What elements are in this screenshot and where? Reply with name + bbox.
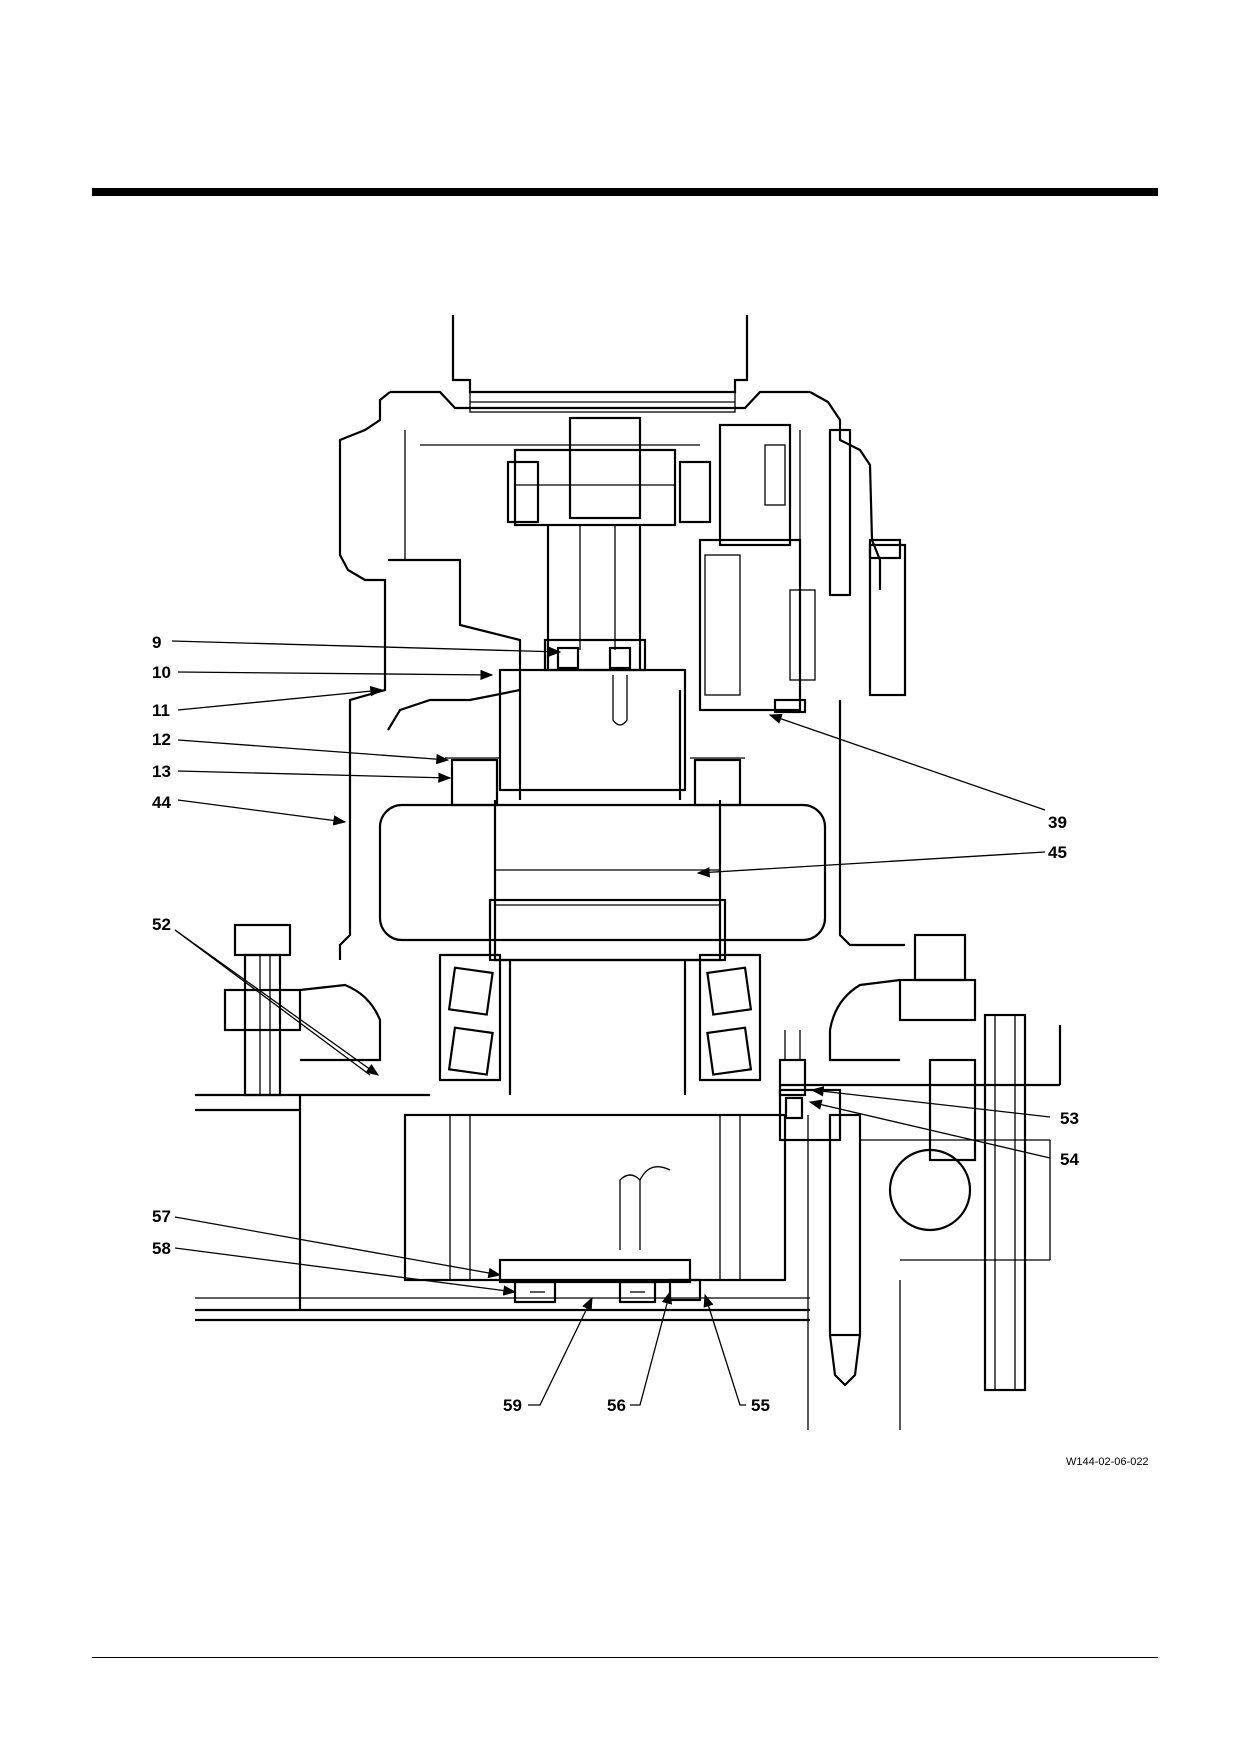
- leader-54: [808, 1099, 1051, 1159]
- leader-9: [171, 640, 562, 657]
- leader-39: [768, 713, 1046, 811]
- callout-11: 11: [152, 701, 170, 720]
- callout-54: 54: [1060, 1150, 1079, 1169]
- figure-code: W144-02-06-022: [1066, 1456, 1149, 1468]
- leader-52b: [174, 929, 371, 1076]
- upper-bearings: [445, 757, 745, 807]
- pinion: [403, 1113, 787, 1304]
- callout-labels: 9 10 11 12 13 44 39 45 52 53 54 57 58 59…: [152, 633, 1079, 1415]
- leader-45: [696, 851, 1046, 878]
- leader-44: [177, 799, 347, 826]
- callout-12: 12: [152, 730, 171, 749]
- callout-59: 59: [503, 1396, 522, 1415]
- leader-57: [174, 1216, 502, 1279]
- leader-59: [528, 1296, 593, 1406]
- sun-gear-shaft: [546, 525, 642, 670]
- callout-53: 53: [1060, 1109, 1079, 1128]
- callout-55: 55: [751, 1396, 770, 1415]
- callout-57: 57: [152, 1207, 171, 1226]
- leader-11: [177, 685, 384, 711]
- callout-52: 52: [152, 915, 171, 934]
- second-stage-carrier: [387, 538, 816, 800]
- header-rule: [92, 188, 1158, 196]
- callout-9: 9: [152, 633, 161, 652]
- right-hub: [778, 1030, 1051, 1430]
- motor-flange: [390, 315, 810, 413]
- output-shaft: [378, 800, 827, 1095]
- callout-56: 56: [607, 1396, 626, 1415]
- leader-58: [174, 1247, 517, 1296]
- leader-10: [177, 669, 494, 681]
- leader-52a: [174, 929, 380, 1076]
- leader-12: [177, 739, 450, 765]
- callout-44: 44: [152, 793, 171, 812]
- callout-45: 45: [1048, 843, 1067, 862]
- leader-56: [630, 1290, 673, 1406]
- leader-55: [703, 1293, 746, 1406]
- first-stage-planetary: [506, 416, 907, 697]
- callout-10: 10: [152, 663, 171, 682]
- leader-13: [177, 770, 452, 783]
- callout-13: 13: [152, 762, 171, 781]
- main-bearings: [438, 953, 762, 1082]
- callout-39: 39: [1048, 813, 1067, 832]
- drawing: [195, 315, 1062, 1430]
- leader-lines: [171, 640, 1051, 1406]
- right-mount-bolt: [828, 933, 1027, 1392]
- upper-housing: [338, 391, 905, 960]
- leader-53: [810, 1086, 1051, 1118]
- callout-58: 58: [152, 1239, 171, 1258]
- footer-rule: [92, 1657, 1158, 1658]
- left-mount-bolt: [223, 923, 382, 1097]
